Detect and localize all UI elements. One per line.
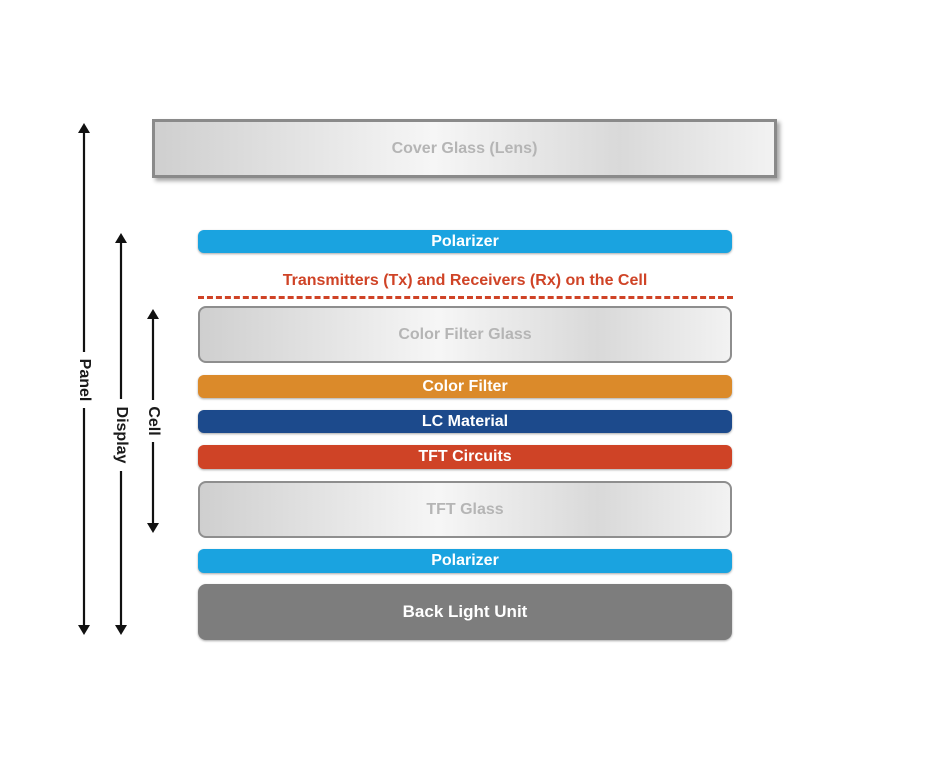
tx-rx-annotation: Transmitters (Tx) and Receivers (Rx) on … [282, 272, 648, 289]
panel-label: Panel [75, 352, 93, 408]
back-light-unit-layer: Back Light Unit [198, 584, 732, 640]
cell-label: Cell [144, 400, 162, 442]
tft-glass-layer: TFT Glass [198, 481, 732, 538]
color-filter-glass-layer: Color Filter Glass [198, 306, 732, 363]
polarizer-bottom-layer: Polarizer [198, 549, 732, 573]
tft-circuits-layer: TFT Circuits [198, 445, 732, 469]
display-label: Display [112, 399, 130, 471]
lc-material-layer: LC Material [198, 410, 732, 433]
cover-glass-layer: Cover Glass (Lens) [152, 119, 777, 178]
polarizer-top-layer: Polarizer [198, 230, 732, 253]
color-filter-layer: Color Filter [198, 375, 732, 398]
tx-rx-dashed-line [198, 296, 733, 299]
